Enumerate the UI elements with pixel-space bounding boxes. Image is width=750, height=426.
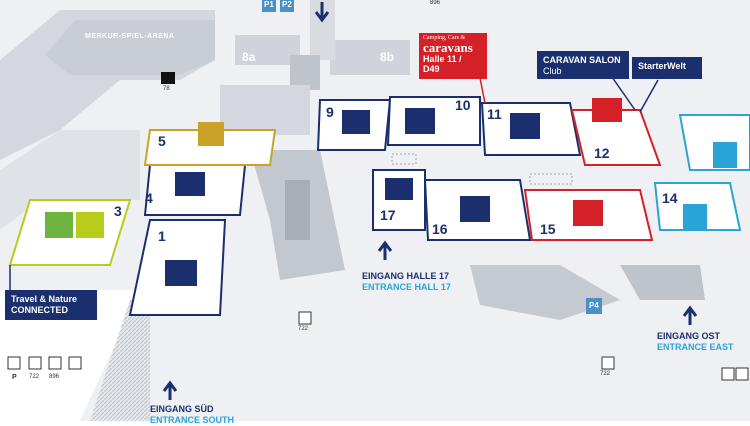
bus-722-label: 722 <box>298 326 309 332</box>
entrance-east-en: ENTRANCE EAST <box>657 342 734 352</box>
central-block <box>220 85 310 135</box>
entrance-hall-17-en: ENTRANCE HALL 17 <box>362 282 451 292</box>
hall-11-label: 11 <box>487 106 502 122</box>
parking-p1-label: P1 <box>264 0 274 9</box>
bus-icon <box>601 356 615 370</box>
callout-line <box>639 79 659 113</box>
bus-icon <box>48 356 62 370</box>
brand-small: Camping, Cars & <box>423 35 466 41</box>
caravan-icon <box>405 108 435 134</box>
arrow-up-icon <box>377 240 393 260</box>
caravan-icon <box>385 178 413 200</box>
connector <box>290 55 320 90</box>
caravan-icon <box>460 196 490 222</box>
hall-1-label: 1 <box>158 228 166 244</box>
hall-5-label: 5 <box>158 133 166 149</box>
bus-icon <box>721 367 735 381</box>
star-icon <box>198 122 224 146</box>
hall-3-label: 3 <box>114 203 122 219</box>
parking-icon <box>735 367 749 381</box>
hall-8a-shape <box>235 35 300 65</box>
bus-722-label: 722 <box>29 374 40 380</box>
hall-14-label: 14 <box>662 190 678 206</box>
arena-label: MERKUR-SPIEL-ARENA <box>85 33 175 40</box>
travel-line2: CONNECTED <box>11 305 69 315</box>
travel-line1: Travel & Nature <box>11 294 78 304</box>
backpack-icon <box>76 212 104 238</box>
parking-p4-badge[interactable] <box>586 298 602 314</box>
taxi-icon <box>68 356 82 370</box>
starterwelt-label: StarterWelt <box>638 61 686 71</box>
arrow-down-icon <box>314 2 330 23</box>
bus-896-label: 896 <box>430 0 441 6</box>
caravan-salon-line2: Club <box>543 66 562 76</box>
hall-16-label: 16 <box>432 221 448 237</box>
entrance-south[interactable]: EINGANG SÜD ENTRANCE SOUTH <box>150 404 234 426</box>
hall-9-label: 9 <box>326 104 334 120</box>
dashed-area <box>391 153 417 165</box>
bus-896-label: 896 <box>49 374 60 380</box>
caravan-icon <box>510 113 540 139</box>
hall11-line2: D49 <box>423 64 440 74</box>
parking-p2-label: P2 <box>282 0 292 9</box>
tower <box>285 180 310 240</box>
entrance-east[interactable]: EINGANG OST ENTRANCE EAST <box>657 331 734 353</box>
arena-building <box>45 20 215 75</box>
entrance-south-en: ENTRANCE SOUTH <box>150 415 235 425</box>
caravan-icon <box>342 110 370 134</box>
brand-big: caravans <box>423 40 473 55</box>
van-icon <box>592 98 622 122</box>
hall-11-callout[interactable]: Camping, Cars & caravans Halle 11 / D49 <box>419 33 487 79</box>
entrance-hall-17-de: EINGANG HALLE 17 <box>362 271 450 281</box>
hall-12-label: 12 <box>594 145 610 161</box>
callout-line <box>611 76 636 111</box>
hall-4-label: 4 <box>145 190 153 206</box>
metro-78-label: 78 <box>163 86 170 92</box>
travel-nature-callout[interactable]: Travel & Nature CONNECTED <box>5 290 97 320</box>
hall-15-label: 15 <box>540 221 556 237</box>
entrance-hall-17[interactable]: EINGANG HALLE 17 ENTRANCE HALL 17 <box>362 271 451 293</box>
southwest-area <box>0 290 140 421</box>
arrow-up-icon <box>682 305 698 325</box>
callout-line <box>479 77 486 104</box>
device-icon <box>683 204 707 230</box>
entrance-south-de: EINGANG SÜD <box>150 404 214 414</box>
van-icon <box>573 200 603 226</box>
parking-p-label: P <box>12 374 17 381</box>
bus-icon <box>28 356 42 370</box>
device-icon <box>713 142 737 168</box>
caravan-salon-line1: CARAVAN SALON <box>543 55 621 65</box>
hall-8b-shape <box>330 40 410 75</box>
entrance-east-de: EINGANG OST <box>657 331 721 341</box>
caravan-icon <box>175 172 205 196</box>
navigation-icon <box>45 212 73 238</box>
hall-8b-label: 8b <box>380 50 395 64</box>
corridor-top <box>310 0 335 60</box>
hall11-line1: Halle 11 / <box>423 54 462 64</box>
arrow-up-icon <box>162 380 178 400</box>
bus-icon <box>298 311 312 325</box>
caravan-icon <box>165 260 197 286</box>
west-area <box>0 130 140 230</box>
bus-722-label: 722 <box>600 371 611 377</box>
south-walkway <box>90 300 150 421</box>
metro-icon <box>161 72 175 84</box>
dashed-area <box>529 173 573 185</box>
hall-8a-label: 8a <box>242 50 256 64</box>
east-entrance-building <box>620 265 705 300</box>
parking-p1-badge[interactable] <box>262 0 276 12</box>
east-building <box>470 265 620 320</box>
hall-17-label: 17 <box>380 207 396 223</box>
parking-p4-label: P4 <box>589 301 599 310</box>
parking-icon <box>7 356 21 370</box>
parking-p2-badge[interactable] <box>280 0 294 12</box>
hall-10-label: 10 <box>455 97 471 113</box>
hall-5[interactable] <box>143 129 277 166</box>
starterwelt-callout[interactable]: StarterWelt <box>632 57 702 79</box>
caravan-salon-club-callout[interactable]: CARAVAN SALON Club <box>537 51 629 79</box>
